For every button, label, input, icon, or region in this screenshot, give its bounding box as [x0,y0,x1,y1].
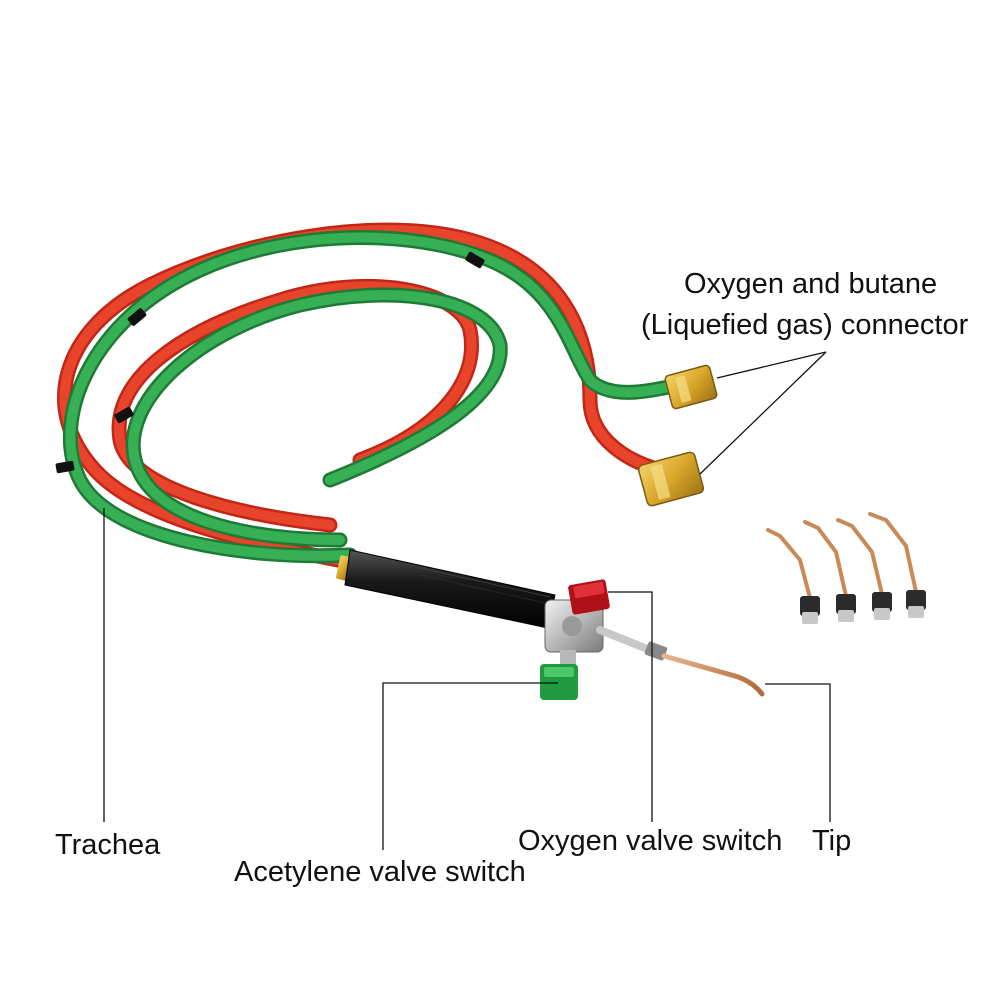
brass-connector-fuel [637,451,705,507]
callout-line-connector-fuel [699,351,827,475]
spare-tip [836,518,892,620]
trachea-label: Trachea [55,829,161,861]
tip-label: Tip [812,825,852,857]
oxygen-valve-knob [568,579,610,615]
callout-line-oxygen-valve [608,591,653,822]
acetylene-valve-label: Acetylene valve switch [234,856,526,888]
oxygen-hose [62,230,698,564]
spare-tip [803,520,856,622]
oxygen-valve-label: Oxygen valve switch [518,825,783,857]
spare-tip [868,512,926,618]
connector-label-line1: Oxygen and butane [684,268,938,300]
spare-tip [766,528,820,624]
callout-line-connector-oxygen [716,351,827,379]
torch-handle [336,549,556,629]
connector-label-line2: (Liquefied gas) connector [641,309,969,341]
torch-tip [596,626,765,697]
brass-connector-oxygen [664,364,718,410]
acetylene-valve-knob [540,650,578,700]
callout-line-acetylene-valve [382,682,558,850]
hose-clips [55,251,485,474]
spare-tips [766,512,926,624]
callout-lines [103,351,831,850]
callout-line-tip [765,683,831,822]
